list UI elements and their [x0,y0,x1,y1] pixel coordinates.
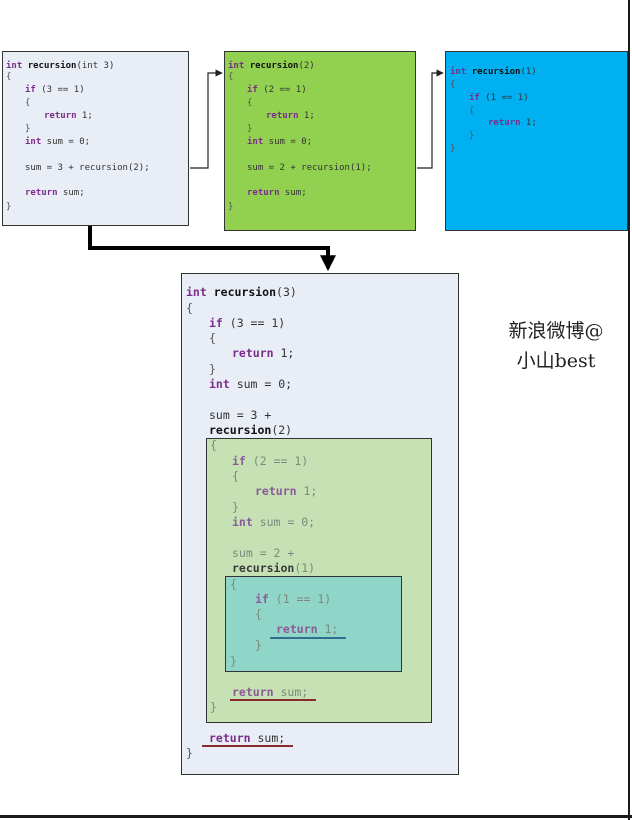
code-line: return 1; [255,484,318,498]
code-line: { [255,607,262,621]
code-line: { [6,72,12,82]
code-line: } [450,144,456,154]
page-bottom-border [0,815,632,818]
arrow-frame2-to-frame3 [417,69,444,169]
watermark: 新浪微博@ 小山best [498,316,614,376]
code-line: return 1; [488,118,537,128]
code-line: return sum; [25,188,85,198]
code-line: { [450,80,456,90]
code-line: { [469,106,475,116]
code-line: sum = 3 + recursion(2); [25,163,150,173]
return-underline [230,699,316,701]
code-line: int recursion(int 3) [6,61,115,71]
code-line: } [255,638,262,652]
code-line: return sum; [247,188,307,198]
code-line: } [232,500,239,514]
code-line: } [25,124,31,134]
code-line: } [228,202,234,212]
frame-recursion-1: int recursion(1) { if (1 == 1) { return … [445,51,628,231]
code-line: return 1; [44,111,93,121]
code-line: return sum; [232,685,309,699]
code-line: } [186,746,193,760]
code-line: } [469,131,475,141]
code-line: { [247,98,253,108]
page-right-border [628,0,630,820]
code-line: } [247,124,253,134]
code-line: if (2 == 1) [247,85,307,95]
code-line: int sum = 0; [209,377,293,391]
arrow-frame1-to-frame2 [190,69,223,169]
code-line: if (3 == 1) [209,316,286,330]
nested-recursion-1 [225,576,402,672]
code-line: return 1; [266,111,315,121]
code-line: int recursion(2) [228,61,315,71]
code-line: return 1; [232,346,295,360]
code-line: recursion(1) [232,561,316,575]
arrow-expand [88,226,336,272]
code-line: { [230,577,237,591]
code-line: { [186,301,193,315]
code-line: sum = 2 + [232,546,295,560]
code-line: if (1 == 1) [255,592,332,606]
code-line: { [25,98,31,108]
code-line: int sum = 0; [232,515,316,529]
code-line: sum = 2 + recursion(1); [247,163,372,173]
code-line: { [209,331,216,345]
code-line: { [232,469,239,483]
code-line: } [209,362,216,376]
return-underline [270,637,346,639]
return-underline [202,745,293,747]
code-line: { [210,438,217,452]
code-line: return sum; [209,731,286,745]
code-line: if (3 == 1) [25,85,85,95]
watermark-line: 新浪微博@ [508,320,604,342]
code-line: int recursion(3) [186,285,297,299]
code-line: int sum = 0; [25,137,91,147]
code-line: { [228,72,234,82]
code-line: if (1 == 1) [469,93,529,103]
frame-recursion-3: int recursion(int 3) { if (3 == 1) { ret… [2,51,189,226]
code-line: sum = 3 + [209,408,272,422]
watermark-line: 小山best [516,350,596,372]
code-line: } [210,700,217,714]
code-line: } [230,654,237,668]
code-line: return 1; [276,622,339,636]
code-line: if (2 == 1) [232,454,309,468]
code-line: } [6,202,12,212]
code-line: recursion(2) [209,423,293,437]
code-line: int sum = 0; [247,137,313,147]
frame-recursion-2: int recursion(2) { if (2 == 1) { return … [224,51,416,231]
code-line: int recursion(1) [450,67,537,77]
